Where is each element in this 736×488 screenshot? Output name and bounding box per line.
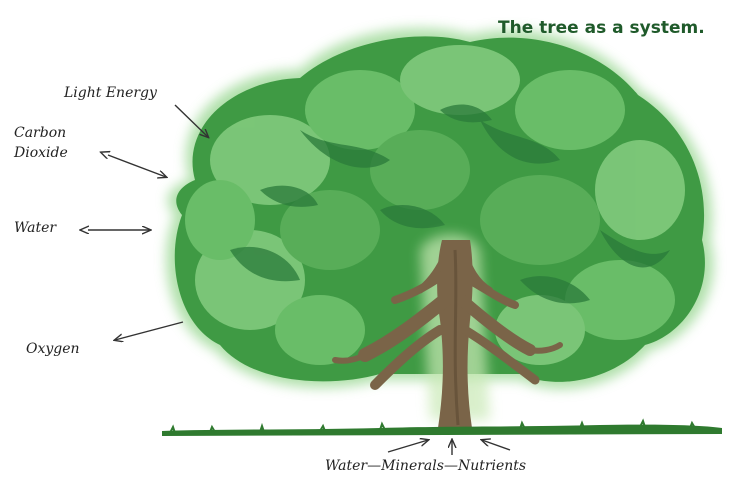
label-water-minerals-nutrients: Water—Minerals—Nutrients [325, 458, 527, 474]
tree-trunk [332, 234, 563, 428]
label-water: Water [14, 220, 57, 236]
arrow-oxygen-out [115, 321, 184, 340]
label-oxygen: Oxygen [26, 341, 80, 357]
canopy-foliage [185, 45, 685, 365]
trunk-branches [332, 246, 563, 390]
label-carbon-dioxide-line1: Carbon [14, 125, 67, 141]
flow-arrows [88, 104, 511, 455]
arrow-carbon-dioxide-exchange [108, 155, 166, 177]
diagram-title: The tree as a system. [498, 18, 705, 38]
label-carbon-dioxide-line2: Dioxide [14, 145, 68, 161]
tree-canopy [166, 28, 714, 389]
arrow-roots-left [387, 440, 428, 453]
grass-ground [162, 418, 722, 436]
trunk-shade [453, 249, 460, 426]
label-light-energy: Light Energy [64, 85, 157, 101]
canopy-shadows [230, 104, 670, 304]
arrow-roots-right [482, 440, 511, 451]
arrow-light-energy-in [174, 104, 208, 137]
